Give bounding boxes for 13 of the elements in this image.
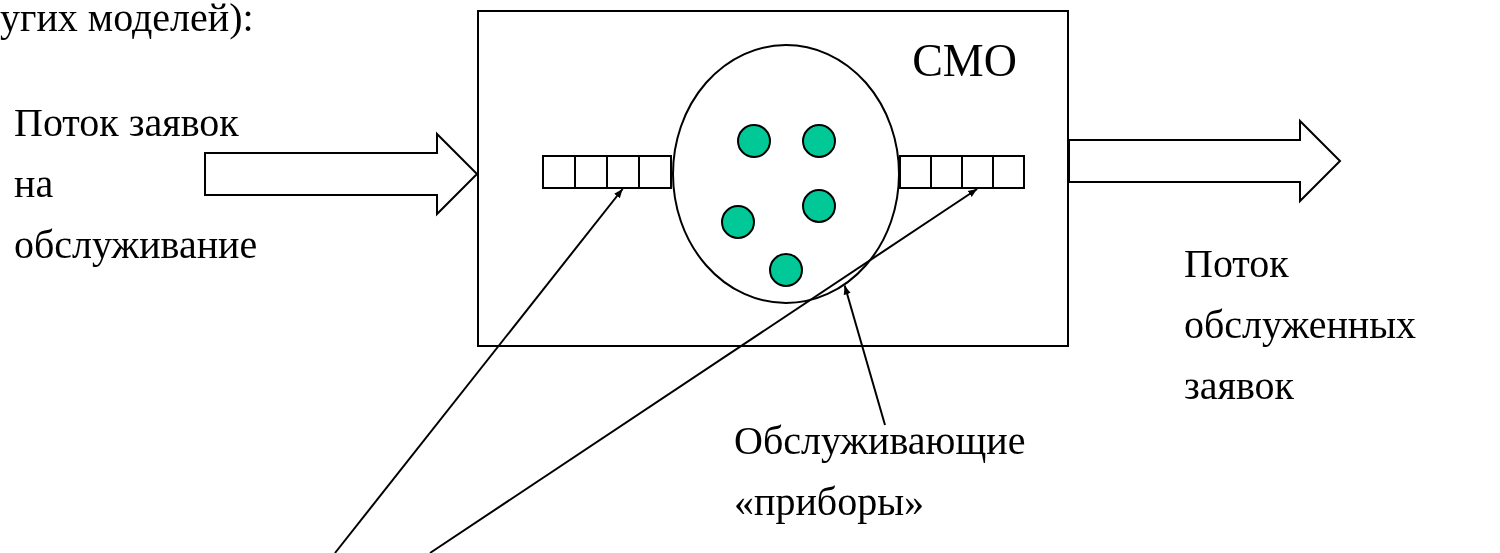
leader-line [429,188,979,553]
queue-cells [542,155,672,189]
flow-label: Обслуживающие «приборы» [734,410,1026,532]
box-title: СМО [912,34,1017,88]
server-ellipse [672,44,900,304]
leader-line [334,188,624,553]
flow-label: Поток обслуженных заявок [1184,233,1417,416]
system-box [477,10,1069,347]
block-arrow [1068,118,1342,204]
leader-line [843,284,886,426]
queue-cells [899,155,1025,189]
block-arrow [204,131,479,217]
flow-label: Поток заявок на обслуживание [14,92,258,275]
